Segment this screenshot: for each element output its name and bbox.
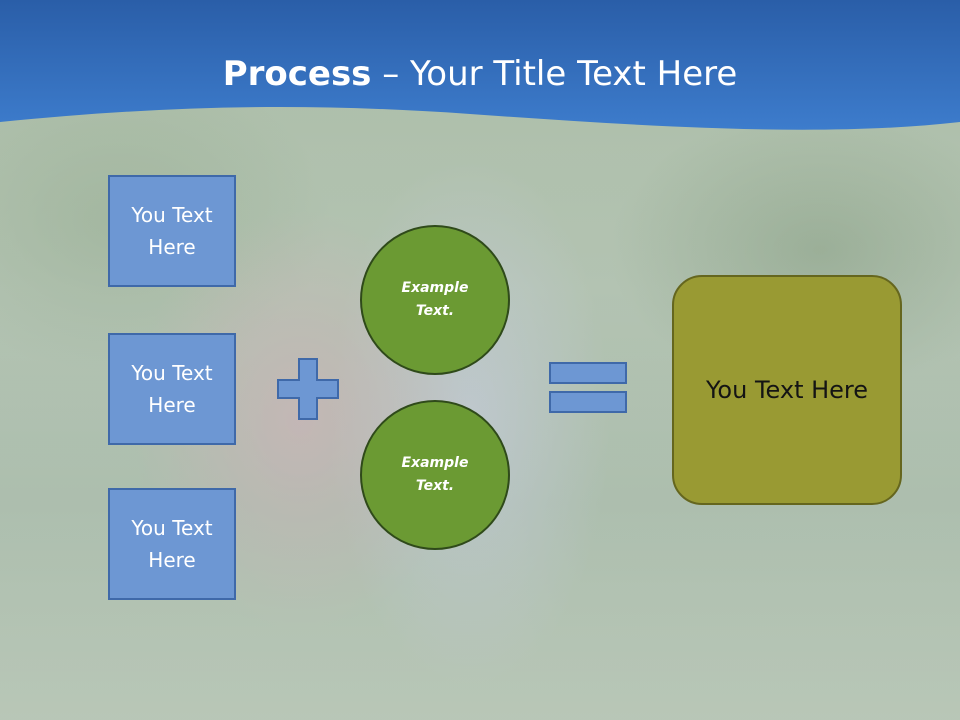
equals-icon: [549, 362, 627, 413]
input-box-1-line1: You Text: [131, 203, 213, 227]
input-box-3-line2: Here: [148, 548, 196, 572]
example-circle-2-line1: Example: [401, 455, 469, 471]
title-rest: – Your Title Text Here: [371, 54, 738, 94]
title-bold: Process: [222, 54, 372, 94]
input-box-2-line2: Here: [148, 393, 196, 417]
header-banner: [0, 0, 960, 130]
input-box-2-line1: You Text: [131, 361, 213, 385]
slide-title: Process – Your Title Text Here: [0, 52, 960, 96]
result-box: You Text Here: [672, 275, 902, 505]
input-box-3-line1: You Text: [131, 516, 213, 540]
result-text: You Text Here: [705, 376, 869, 404]
input-box-1-line2: Here: [148, 235, 196, 259]
example-circle-1-line1: Example: [401, 280, 469, 296]
example-circle-2-line2: Text.: [415, 478, 455, 494]
example-circle-1-line2: Text.: [415, 303, 455, 319]
plus-icon: [277, 358, 339, 420]
